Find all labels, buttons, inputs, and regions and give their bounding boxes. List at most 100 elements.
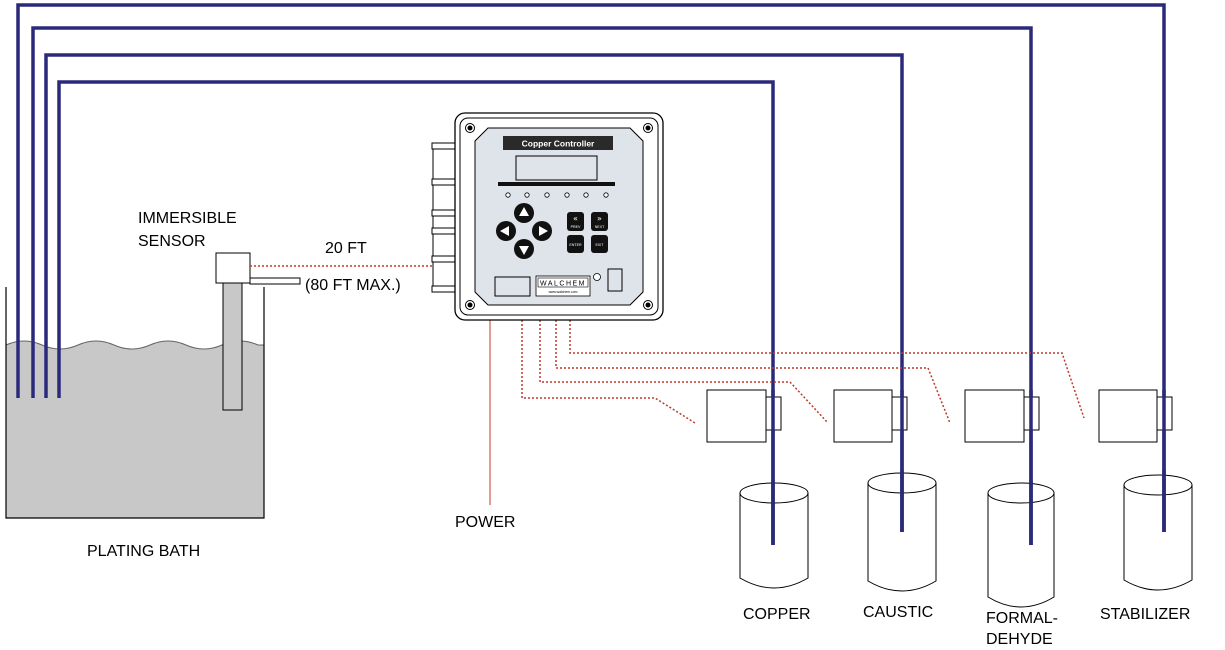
signal-line-copper bbox=[521, 320, 696, 424]
power-label: POWER bbox=[455, 514, 515, 531]
prev-button[interactable] bbox=[567, 212, 584, 231]
controller-side-fittings bbox=[431, 142, 457, 293]
pump-stabilizer bbox=[1098, 389, 1173, 443]
feed-tube-caustic bbox=[44, 53, 904, 532]
status-led bbox=[583, 192, 589, 198]
bath-label: PLATING BATH bbox=[87, 543, 200, 560]
fitting-cap bbox=[431, 227, 457, 235]
immersible-sensor bbox=[215, 252, 458, 411]
signal-line-formaldehyde bbox=[555, 320, 951, 424]
fitting-cap bbox=[431, 285, 457, 293]
sensor-label-line2: SENSOR bbox=[138, 233, 206, 250]
pump-body bbox=[1098, 389, 1158, 443]
controller-unit: Copper Controller « PREV bbox=[431, 112, 664, 321]
tank-formaldehyde bbox=[987, 482, 1055, 608]
pump-body bbox=[706, 389, 767, 443]
arrow-keypad bbox=[496, 203, 552, 259]
tank-top bbox=[987, 482, 1055, 504]
feed-tube-formaldehyde bbox=[31, 26, 1033, 545]
screw-center bbox=[467, 302, 473, 308]
bath-liquid bbox=[6, 341, 264, 518]
pump-signal-lines bbox=[521, 320, 1085, 424]
status-led bbox=[603, 192, 609, 198]
sensor-head bbox=[215, 252, 251, 284]
tank-label-copper: COPPER bbox=[743, 606, 811, 623]
signal-line-stabilizer bbox=[569, 320, 1085, 419]
status-leds bbox=[505, 192, 609, 198]
pump-copper bbox=[706, 389, 782, 443]
pump-caustic bbox=[833, 389, 908, 443]
sensor-probe-body bbox=[222, 281, 243, 411]
brand-website: www.walchem.com bbox=[549, 290, 578, 294]
controller-side-window bbox=[607, 268, 623, 292]
tank-label-formaldehyde-line2: DEHYDE bbox=[986, 631, 1053, 648]
plating-bath bbox=[5, 287, 265, 519]
feed-tube-copper bbox=[57, 80, 775, 545]
tank-label-formaldehyde-line1: FORMAL- bbox=[986, 610, 1058, 627]
next-button[interactable] bbox=[591, 212, 608, 231]
pump-formaldehyde bbox=[964, 389, 1040, 443]
fitting-cap bbox=[431, 209, 457, 217]
status-led bbox=[524, 192, 530, 198]
enter-button[interactable] bbox=[567, 235, 584, 253]
tube-ends bbox=[771, 470, 1166, 545]
fitting-cap bbox=[431, 255, 457, 263]
controller-display bbox=[515, 155, 598, 181]
tank-top bbox=[1123, 474, 1193, 496]
metering-pumps bbox=[706, 389, 1173, 443]
exit-key-label: EXIT bbox=[596, 243, 605, 247]
tank-body bbox=[987, 493, 1055, 608]
sensor-cable-gland bbox=[249, 277, 301, 285]
exit-button[interactable] bbox=[591, 235, 608, 253]
tank-body bbox=[1123, 485, 1193, 591]
controller-title-bar bbox=[503, 136, 613, 150]
bath-wall bbox=[5, 287, 265, 519]
status-led bbox=[564, 192, 570, 198]
controller-enclosure-inner bbox=[459, 117, 659, 316]
controller-led-strip bbox=[498, 182, 615, 186]
power-indicator-light bbox=[593, 273, 601, 281]
cable-max-label: (80 FT MAX.) bbox=[305, 277, 401, 294]
fitting-cap bbox=[431, 178, 457, 186]
fitting-body bbox=[432, 215, 456, 229]
feed-tube-stabilizer bbox=[16, 3, 1166, 532]
prev-chevron-icon: « bbox=[573, 214, 578, 223]
feed-tubes bbox=[16, 3, 1166, 545]
left-arrow-icon bbox=[500, 226, 509, 236]
fitting-body bbox=[432, 148, 456, 180]
screw-center bbox=[467, 125, 473, 131]
brand-plate-inner bbox=[537, 277, 589, 288]
sensor-label-line1: IMMERSIBLE bbox=[138, 210, 237, 227]
pump-head bbox=[891, 396, 908, 431]
pump-body bbox=[833, 389, 893, 443]
fitting-body bbox=[432, 261, 456, 287]
tank-body bbox=[739, 493, 809, 589]
controller-label-window bbox=[494, 276, 531, 297]
screw-center bbox=[645, 302, 651, 308]
next-key-label: NEXT bbox=[595, 225, 605, 229]
screw-center bbox=[645, 125, 651, 131]
enter-key-label: ENTER bbox=[569, 243, 582, 247]
status-led bbox=[505, 192, 511, 198]
tank-label-stabilizer: STABILIZER bbox=[1100, 606, 1190, 623]
pump-body bbox=[964, 389, 1025, 443]
fitting-cap bbox=[431, 142, 457, 150]
tank-body bbox=[867, 483, 937, 592]
cable-length-label: 20 FT bbox=[325, 240, 367, 257]
signal-line-caustic bbox=[539, 320, 829, 424]
fitting-body bbox=[432, 233, 456, 257]
next-chevron-icon: » bbox=[597, 214, 602, 223]
tank-label-caustic: CAUSTIC bbox=[863, 604, 933, 621]
brand-logo: WALCHEM bbox=[540, 281, 586, 288]
up-arrow-icon bbox=[519, 207, 529, 216]
tank-stabilizer bbox=[1123, 474, 1193, 591]
down-arrow-icon bbox=[519, 246, 529, 255]
corner-screws bbox=[465, 123, 653, 310]
brand-plate bbox=[535, 275, 591, 297]
chemical-tanks bbox=[739, 472, 1193, 608]
status-led bbox=[544, 192, 550, 198]
controller-title: Copper Controller bbox=[522, 139, 595, 149]
fitting-body bbox=[432, 184, 456, 211]
prev-key-label: PREV bbox=[571, 225, 581, 229]
